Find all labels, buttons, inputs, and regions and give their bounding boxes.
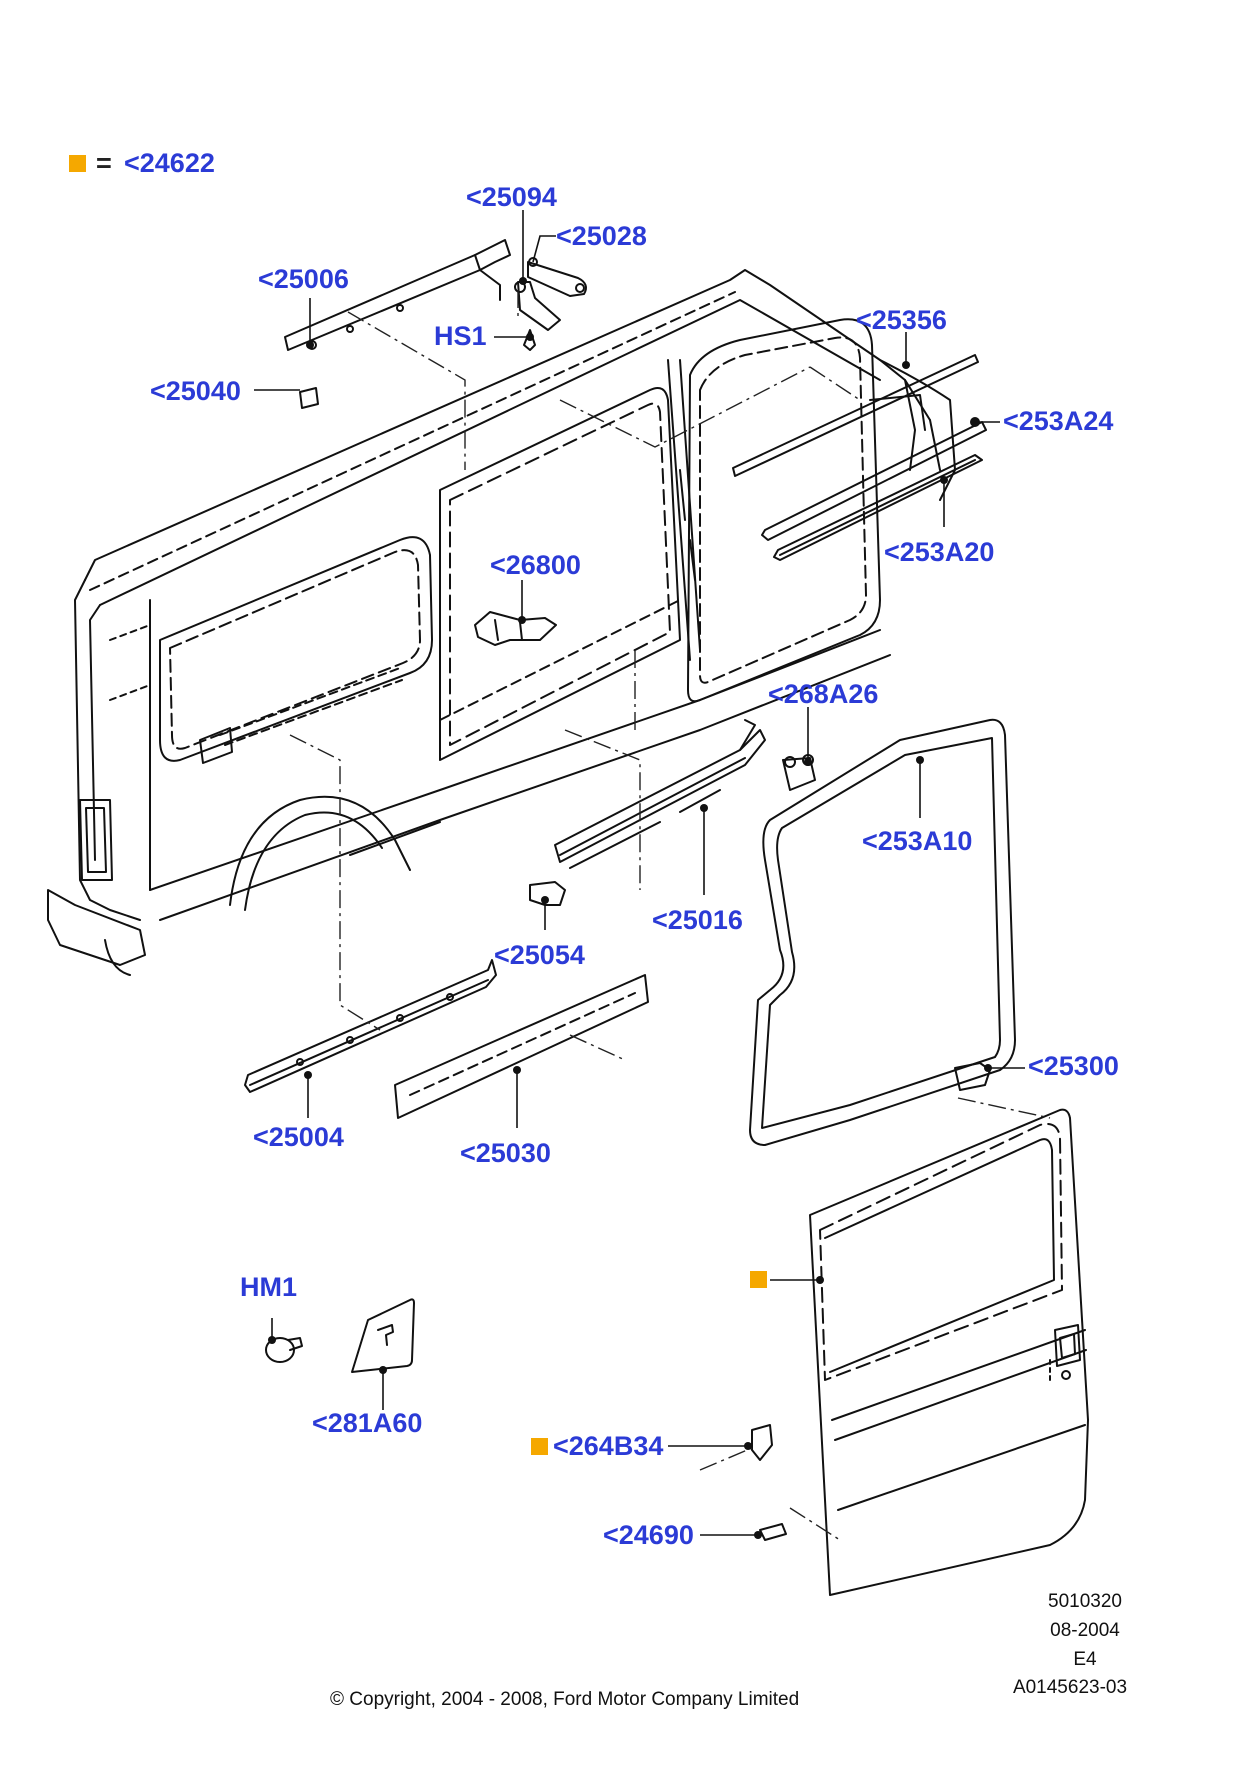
callout-25004[interactable]: <25004 xyxy=(253,1122,344,1152)
sill-trim-25004 xyxy=(244,959,497,1093)
legend-ref[interactable]: <24622 xyxy=(124,148,215,178)
callout-253A24[interactable]: <253A24 xyxy=(1003,406,1114,436)
lower-roller-25054 xyxy=(529,881,566,906)
striker-268A26 xyxy=(782,757,816,791)
marker-264B34 xyxy=(531,1438,548,1455)
sliding-door-panel xyxy=(809,1108,1089,1596)
callout-25094[interactable]: <25094 xyxy=(466,182,557,212)
part-number: 5010320 xyxy=(1048,1591,1122,1612)
callout-268A26[interactable]: <268A26 xyxy=(768,679,879,709)
door-seal-253A10 xyxy=(749,718,1016,1146)
lower-track-25016 xyxy=(554,719,766,869)
drawing-id: A0145623-03 xyxy=(1012,1677,1128,1698)
marker-door-panel xyxy=(750,1271,767,1288)
callout-hs1[interactable]: HS1 xyxy=(434,321,487,351)
callout-25356[interactable]: <25356 xyxy=(856,305,947,335)
callout-25006[interactable]: <25006 xyxy=(258,264,349,294)
callout-25016[interactable]: <25016 xyxy=(652,905,743,935)
bumper-24690 xyxy=(759,1523,787,1541)
callout-281A60[interactable]: <281A60 xyxy=(312,1408,423,1438)
bumper-25040 xyxy=(299,387,319,409)
callout-hm1[interactable]: HM1 xyxy=(240,1272,298,1302)
hinge-264B34 xyxy=(751,1424,773,1461)
callout-25054[interactable]: <25054 xyxy=(494,940,585,970)
upper-bracket-25028 xyxy=(527,257,587,297)
van-body-side-panel xyxy=(47,269,956,976)
body-side-moulding-25030 xyxy=(394,974,649,1119)
issue-date: 08-2004 xyxy=(1050,1620,1120,1641)
weatherstrip-253A24 xyxy=(761,421,987,541)
latch-25300 xyxy=(954,1062,991,1091)
callout-26800[interactable]: <26800 xyxy=(490,550,581,580)
callout-25300[interactable]: <25300 xyxy=(1028,1051,1119,1081)
callout-24690[interactable]: <24690 xyxy=(603,1520,694,1550)
hm1-fastener xyxy=(265,1337,303,1363)
callout-253A10[interactable]: <253A10 xyxy=(862,826,973,856)
callout-25028[interactable]: <25028 xyxy=(556,221,647,251)
callout-253A20[interactable]: <253A20 xyxy=(884,537,995,567)
hinge-26800 xyxy=(474,611,557,646)
legend-marker xyxy=(69,155,86,172)
copyright-notice: © Copyright, 2004 - 2008, Ford Motor Com… xyxy=(330,1689,800,1710)
weatherstrip-253A20 xyxy=(773,454,983,561)
callout-25030[interactable]: <25030 xyxy=(460,1138,551,1168)
callout-264B34[interactable]: <264B34 xyxy=(553,1431,664,1461)
badge-281A60 xyxy=(351,1298,415,1373)
legend-equals: = xyxy=(96,148,112,178)
callout-25040[interactable]: <25040 xyxy=(150,376,241,406)
hs1-bolt xyxy=(523,329,536,351)
weatherstrip-25356 xyxy=(732,354,979,477)
revision: E4 xyxy=(1073,1649,1097,1670)
